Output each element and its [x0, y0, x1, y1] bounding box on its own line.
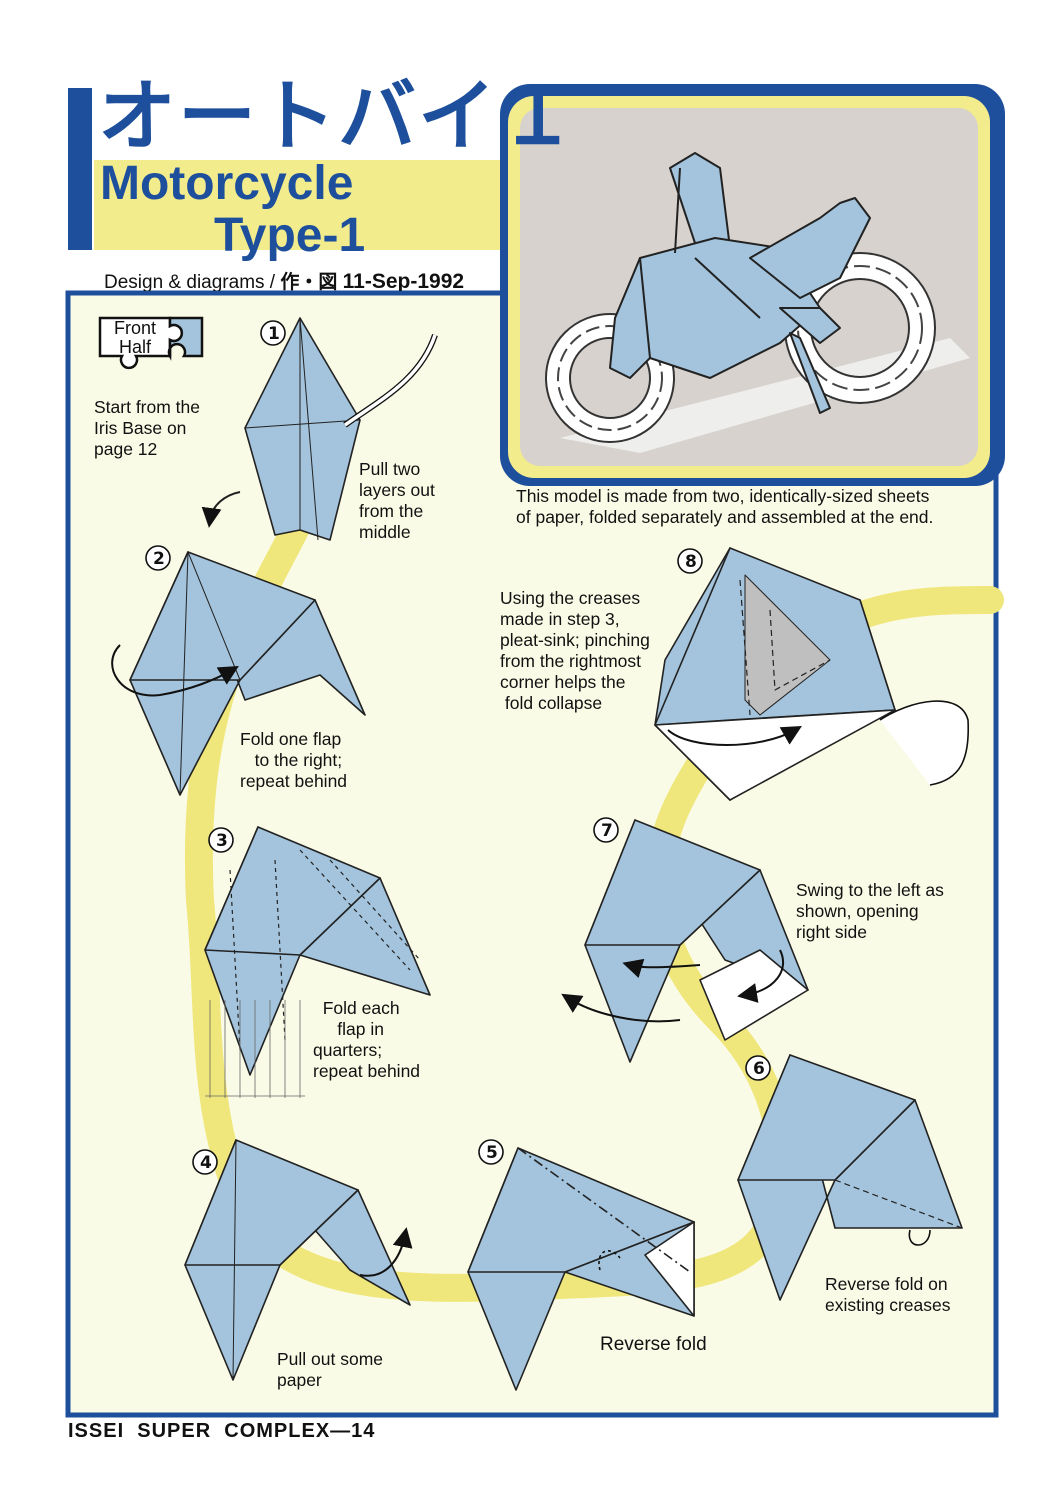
header-yellow-band [94, 160, 506, 250]
svg-text:6: 6 [753, 1059, 765, 1079]
header-blue-bar [68, 88, 92, 250]
step-1-diagram [201, 317, 438, 541]
photo-shadow [560, 338, 970, 453]
svg-text:7: 7 [601, 821, 613, 841]
svg-text:4: 4 [200, 1153, 212, 1173]
step-7-marker: 7 [593, 817, 619, 843]
svg-text:8: 8 [685, 552, 697, 572]
step-8-diagram [654, 547, 970, 801]
step-6-instruction: Reverse fold on existing creases [825, 1274, 951, 1315]
svg-text:2: 2 [153, 549, 165, 569]
step-2-instruction: Fold one flap to the right; repeat behin… [240, 729, 348, 791]
step-3-instruction: Fold each flap in quarters; repeat behin… [313, 998, 421, 1081]
credit-line: Design & diagrams / 作・図 11-Sep-1992 [104, 267, 464, 294]
svg-text:5: 5 [486, 1143, 498, 1163]
credit-date: 11-Sep-1992 [342, 270, 465, 293]
credit-prefix: Design & diagrams / [104, 272, 276, 293]
title-japanese: オートバイ１ [98, 72, 579, 162]
step-3-marker: 3 [208, 827, 234, 853]
credit-underline [68, 291, 508, 295]
step-7-instruction: Swing to the left as shown, opening righ… [796, 880, 944, 942]
credit-jp: 作・図 [280, 271, 338, 293]
svg-text:1: 1 [268, 324, 280, 344]
step-8-instruction: Using the creases made in step 3, pleat-… [500, 588, 650, 713]
step-6-marker: 6 [745, 1055, 771, 1081]
step-4-diagram [184, 1139, 413, 1381]
step-5-diagram [467, 1147, 695, 1391]
title-english-line1: Motorcycle [100, 157, 354, 210]
step-1-marker: 1 [260, 320, 286, 346]
front-half-badge [98, 316, 204, 370]
svg-text:3: 3 [216, 831, 228, 851]
motorcycle-body [609, 152, 871, 414]
front-wheel [545, 313, 675, 443]
step-2-marker: 2 [145, 545, 171, 571]
step-5-instruction: Reverse fold [600, 1334, 707, 1355]
step-7-diagram [561, 819, 809, 1063]
page-footer: ISSEI SUPER COMPLEX—14 [68, 1420, 376, 1442]
step-1-instruction: Pull two layers out from the middle [359, 459, 435, 542]
step-2-diagram [111, 551, 366, 796]
title-english-line2: Type-1 [214, 209, 366, 262]
step-5-marker: 5 [478, 1139, 504, 1165]
badge-label: Front Half [113, 318, 156, 357]
intro-text: Start from the Iris Base on page 12 [94, 397, 201, 459]
step-4-marker: 4 [192, 1149, 218, 1175]
step-3-diagram [204, 826, 431, 1098]
step-8-marker: 8 [677, 548, 703, 574]
step-4-instruction: Pull out some paper [277, 1349, 384, 1390]
step-6-diagram [737, 1054, 963, 1301]
motorcycle-photo [545, 152, 970, 453]
model-note: This model is made from two, identically… [516, 486, 934, 527]
